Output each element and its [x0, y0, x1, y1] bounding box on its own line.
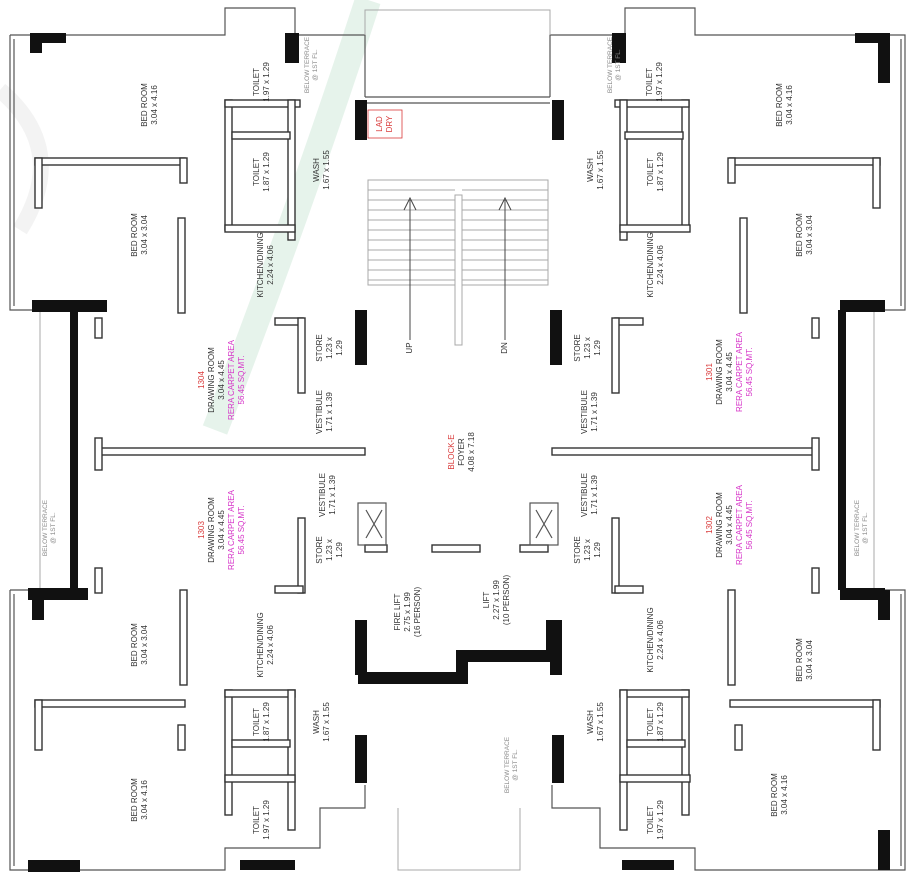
watermark-arc	[202, 0, 381, 435]
label-terrace-top-right: BELOW TERRACE@ 1ST FL.	[607, 36, 622, 94]
label-foyer: BLOCK-E FOYER 4.08 x 7.18	[447, 432, 476, 472]
label-terrace-bottom: BELOW TERRACE@ 1ST FL.	[504, 736, 519, 794]
partitions	[34, 99, 881, 831]
structural-columns	[28, 33, 890, 872]
label-stair-down: DN	[500, 342, 509, 354]
label-stair-up: UP	[405, 342, 414, 354]
label-flat-1301: 1301 DRAWING ROOM 3.04 x 4.45 RERA CARPE…	[705, 332, 754, 412]
label-terrace-left: BELOW TERRACE@ 1ST FL.	[42, 499, 57, 557]
staircase	[367, 179, 549, 346]
watermark-arc-left	[0, 83, 49, 235]
label-flat-1302: 1302 DRAWING ROOM 3.04 x 4.45 RERA CARPE…	[705, 485, 754, 565]
label-flat-1303: 1303 DRAWING ROOM 3.04 x 4.45 RERA CARPE…	[197, 490, 246, 570]
label-terrace-right: BELOW TERRACE@ 1ST FL.	[854, 499, 869, 557]
label-flat-1304: 1304 DRAWING ROOM 3.04 x 4.45 RERA CARPE…	[197, 340, 246, 420]
outer-walls	[9, 7, 906, 871]
duct-shafts	[357, 502, 559, 546]
label-terrace-top-left: BELOW TERRACE@ 1ST FL.	[304, 36, 319, 94]
stair-tag-box	[367, 109, 403, 139]
